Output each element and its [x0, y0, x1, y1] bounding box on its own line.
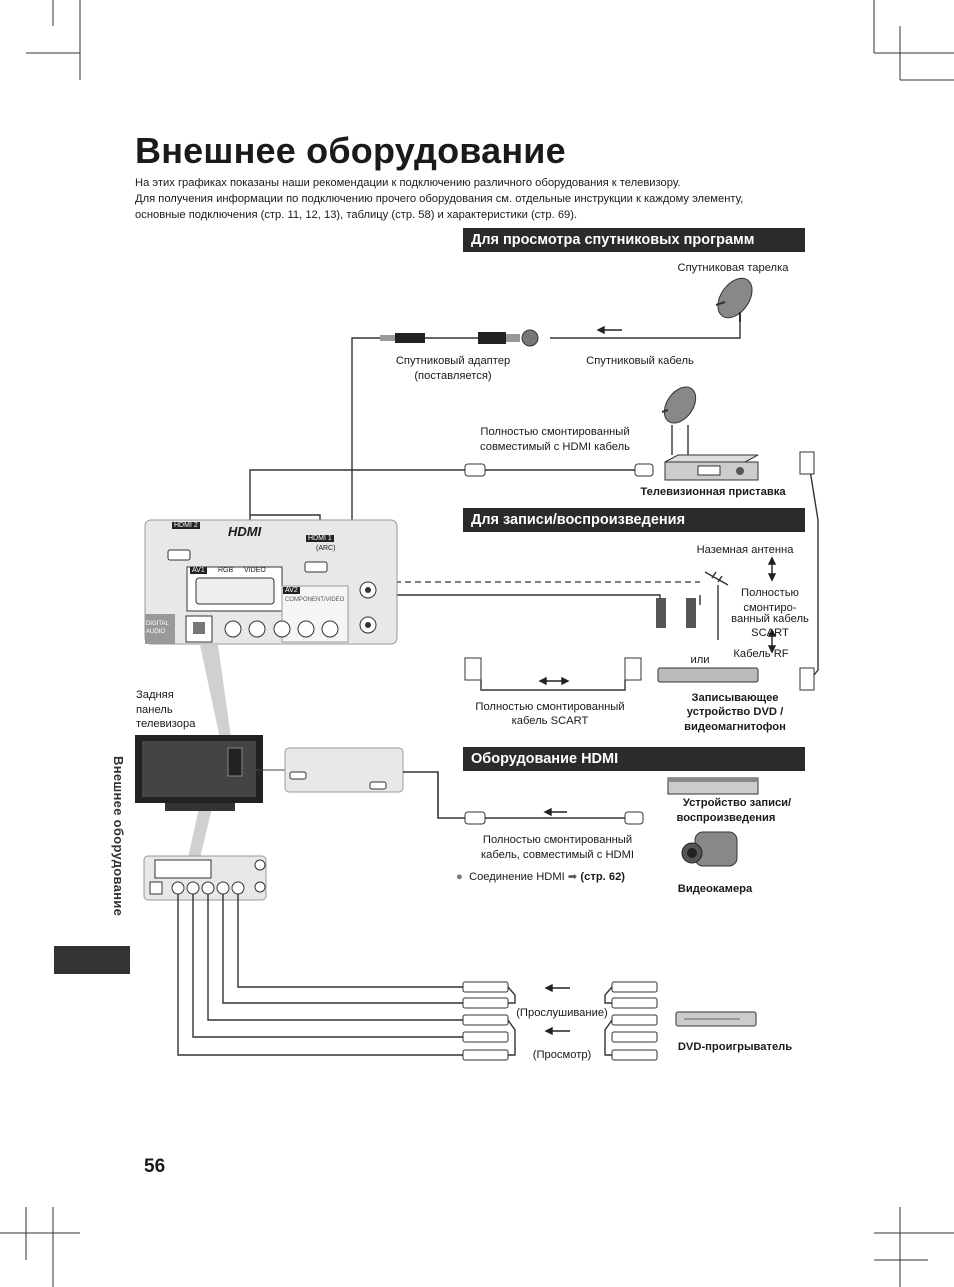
video-label: VIDEO — [244, 567, 266, 574]
satellite-dish-icon-2 — [661, 386, 697, 455]
rear-label-3: телевизора — [136, 718, 196, 730]
tv-rear-panel-large — [144, 519, 398, 645]
recorder-device-icon — [667, 777, 759, 795]
sat-adapter-label-2: (поставляется) — [414, 370, 492, 382]
av1-label: AV1 — [190, 567, 207, 574]
page-title: Внешнее оборудование — [135, 130, 566, 171]
listen-label: (Прослушивание) — [516, 1007, 608, 1019]
intro-line-3: основные подключения (стр. 11, 12, 13), … — [135, 209, 578, 221]
antenna-label: Наземная антенна — [696, 544, 794, 556]
section-hdmi-header: Оборудование HDMI — [463, 747, 805, 771]
intro-line-1: На этих графиках показаны наши рекоменда… — [135, 177, 681, 189]
section-satellite-header: Для просмотра спутниковых программ — [463, 228, 805, 252]
hdmi-cable2-label-1: Полностью смонтированный — [482, 834, 633, 846]
arc-label: (ARC) — [316, 545, 336, 552]
dvd-rec-label-2: устройство DVD / — [686, 706, 784, 718]
dvd-recorder-icon — [656, 598, 759, 683]
av2-label: AV2 — [283, 587, 300, 594]
rec-dev-label-2: воспроизведения — [676, 812, 776, 824]
dvd-player-icon — [675, 1011, 757, 1027]
hdmi-logo: HDMI — [228, 524, 262, 539]
rear-label-2: панель — [136, 704, 173, 716]
hdmi-conn-ref[interactable]: (стр. 62) — [580, 871, 626, 883]
scart-full-3: ванный кабель — [731, 613, 809, 625]
side-tab-marker — [54, 946, 130, 974]
scart-cable-label-1: Полностью смонтированный — [475, 701, 625, 713]
dish-label: Спутниковая тарелка — [677, 262, 789, 274]
sat-adapter-label-1: Спутниковый адаптер — [395, 355, 511, 367]
tv-rear-icon — [135, 735, 285, 811]
view-label: (Просмотр) — [532, 1049, 592, 1061]
bullet-icon: ● — [456, 871, 463, 883]
hdmi-cable2-label-2: кабель, совместимый с HDMI — [480, 849, 635, 861]
hdmi-cable1-label-2: совместимый с HDMI кабель — [480, 441, 630, 453]
satellite-dish-icon — [715, 277, 753, 322]
rec-dev-label-1: Устройство записи/ — [682, 797, 792, 809]
component-label: COMPONENT/VIDEO — [285, 597, 345, 603]
side-section-label: Внешнее оборудование — [111, 756, 126, 917]
camcorder-label: Видеокамера — [677, 883, 753, 895]
hdmi2-port-label: HDMI 2 — [172, 522, 200, 529]
camcorder-icon — [681, 831, 738, 867]
small-hdmi-panel — [284, 747, 465, 819]
rf-cable-label: Кабель RF — [733, 648, 789, 660]
scart-full-1: Полностью — [741, 587, 799, 599]
or-label: или — [690, 654, 710, 666]
page-number: 56 — [144, 1156, 166, 1177]
hdmi-conn-note: ● Соединение HDMI ➡ (стр. 62) — [456, 871, 626, 883]
arrow-right-icon: ➡ — [567, 871, 578, 883]
dvd-player-label: DVD-проигрыватель — [677, 1041, 793, 1053]
digital-audio-label: DIGITAL AUDIO — [146, 621, 169, 635]
small-av-panel — [143, 855, 267, 901]
section-record-header: Для записи/воспроизведения — [463, 508, 805, 532]
intro-line-2: Для получения информации по подключению … — [135, 193, 744, 205]
hdmi-cable1-label-1: Полностью смонтированный — [480, 426, 630, 438]
hdmi1-port-label: HDMI 1 — [306, 535, 334, 542]
dvd-rec-label-1: Записывающее — [691, 692, 779, 704]
sat-cable-label: Спутниковый кабель — [586, 355, 694, 367]
antenna-icon — [704, 571, 729, 640]
scart-full-2: смонтиро- — [743, 602, 797, 614]
rgb-label: RGB — [218, 567, 234, 574]
rear-label-1: Задняя — [136, 689, 174, 701]
dvd-rec-label-3: видеомагнитофон — [684, 721, 786, 733]
stb-label: Телевизионная приставка — [640, 486, 786, 498]
set-top-box-icon — [664, 454, 759, 481]
scart-full-4: SCART — [751, 627, 789, 639]
scart-cable-label-2: кабель SCART — [511, 715, 589, 727]
